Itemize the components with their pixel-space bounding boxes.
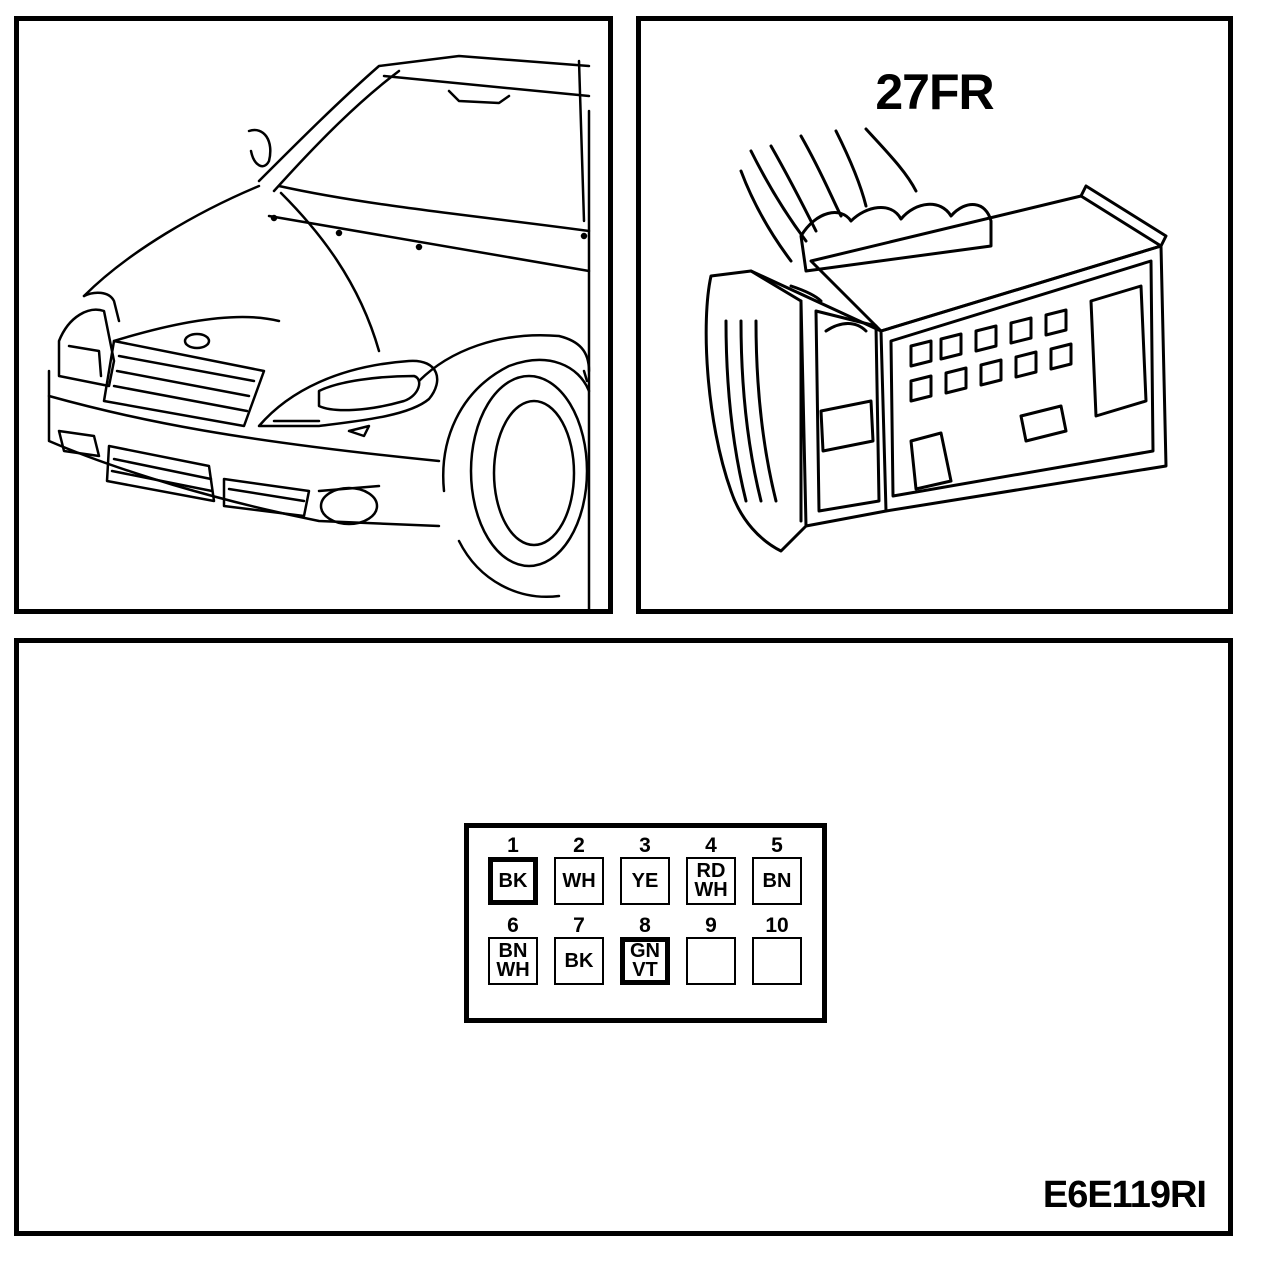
pin-number: 9 [705, 914, 717, 937]
pinout-panel: 1 BK 2 WH 3 YE 4 RD WH 5 [14, 638, 1233, 1236]
pin-number: 6 [507, 914, 519, 937]
pin-1: 1 BK [487, 834, 539, 905]
pin-cavity-empty [686, 937, 736, 985]
wire-stripe-color: VT [632, 959, 658, 981]
pin-cavity: WH [554, 857, 604, 905]
pin-6: 6 BN WH [487, 914, 539, 985]
vehicle-location-panel [14, 16, 613, 614]
wire-color: BN [498, 940, 528, 962]
pin-8: 8 GN VT [619, 914, 671, 985]
wire-color: RD [696, 860, 726, 882]
wire-stripe-color: WH [694, 879, 728, 901]
pin-cavity: BN [752, 857, 802, 905]
pin-number: 10 [765, 914, 789, 937]
pin-2: 2 WH [553, 834, 605, 905]
pin-3: 3 YE [619, 834, 671, 905]
pin-4: 4 RD WH [685, 834, 737, 905]
pin-number: 3 [639, 834, 651, 857]
connector-drawing [704, 127, 1168, 553]
pin-number: 7 [573, 914, 585, 937]
pin-9: 9 [685, 914, 737, 985]
wire-color: GN [630, 940, 660, 962]
wire-color: WH [562, 869, 596, 892]
wire-stripe-color: WH [496, 959, 530, 981]
pin-cavity: BK [488, 857, 538, 905]
pin-cavity-empty [752, 937, 802, 985]
connector-illustration-panel: 27FR [636, 16, 1233, 614]
wire-color: BN [762, 869, 792, 892]
pin-number: 2 [573, 834, 585, 857]
pin-cavity: GN VT [620, 937, 670, 985]
pin-cavity: YE [620, 857, 670, 905]
pin-7: 7 BK [553, 914, 605, 985]
wire-color: BK [564, 949, 594, 972]
pin-number: 8 [639, 914, 651, 937]
connector-id: 27FR [875, 64, 994, 120]
wire-color: YE [631, 869, 659, 892]
pin-number: 1 [507, 834, 519, 857]
pin-5: 5 BN [751, 834, 803, 905]
pin-number: 4 [705, 834, 717, 857]
car-front-illustration [47, 54, 591, 609]
pin-10: 10 [751, 914, 803, 985]
pin-cavity: BK [554, 937, 604, 985]
connector-face: 1 BK 2 WH 3 YE 4 RD WH 5 [464, 823, 827, 1023]
wire-color: BK [498, 869, 528, 892]
pin-cavity: RD WH [686, 857, 736, 905]
reference-code: E6E119RI [1042, 1174, 1207, 1216]
pin-number: 5 [771, 834, 783, 857]
pin-cavity: BN WH [488, 937, 538, 985]
